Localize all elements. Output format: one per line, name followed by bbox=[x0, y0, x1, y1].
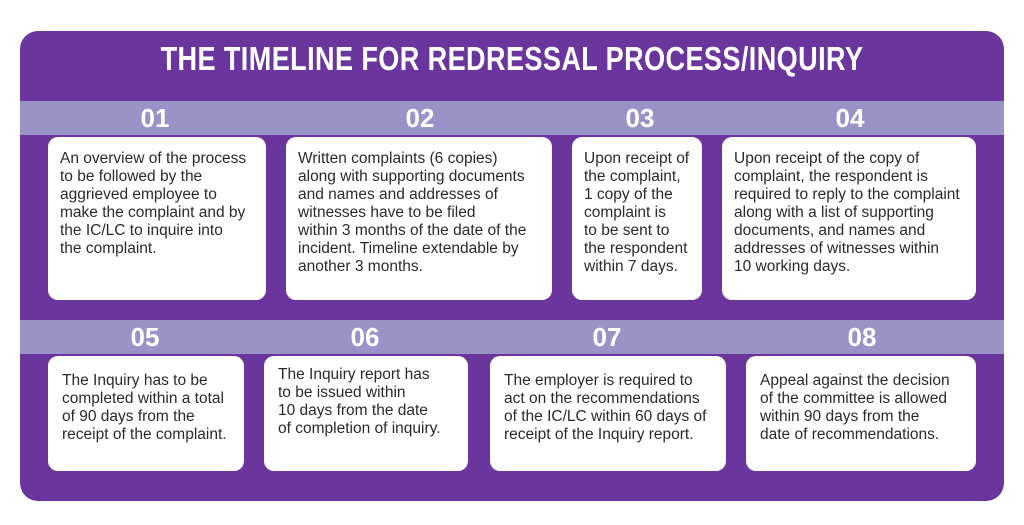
step-number-band-top bbox=[20, 101, 1004, 135]
step-card-03: Upon receipt of the complaint, 1 copy of… bbox=[572, 137, 702, 300]
step-text-08: Appeal against the decision of the commi… bbox=[760, 372, 950, 443]
step-number-05: 05 bbox=[130, 322, 160, 352]
step-text-03: Upon receipt of the complaint, 1 copy of… bbox=[584, 150, 690, 275]
page-title: THE TIMELINE FOR REDRESSAL PROCESS/INQUI… bbox=[160, 40, 864, 77]
step-text-02: Written complaints (6 copies) along with… bbox=[298, 150, 527, 275]
step-number-08: 08 bbox=[847, 322, 877, 352]
step-number-band-bottom bbox=[20, 320, 1004, 354]
step-text-05: The Inquiry has to be completed within a… bbox=[62, 372, 227, 443]
step-text-07: The employer is required to act on the r… bbox=[504, 372, 707, 443]
step-text-01: An overview of the process to be followe… bbox=[60, 150, 247, 257]
step-card-06: The Inquiry report has to be issued with… bbox=[264, 356, 468, 471]
step-text-06: The Inquiry report has to be issued with… bbox=[278, 366, 441, 437]
step-number-02: 02 bbox=[405, 103, 435, 133]
step-card-01: An overview of the process to be followe… bbox=[48, 137, 266, 300]
step-card-07: The employer is required to act on the r… bbox=[490, 356, 726, 471]
step-number-04: 04 bbox=[835, 103, 865, 133]
step-number-06: 06 bbox=[350, 322, 380, 352]
step-number-03: 03 bbox=[625, 103, 655, 133]
step-card-04: Upon receipt of the copy of complaint, t… bbox=[722, 137, 976, 300]
step-number-07: 07 bbox=[592, 322, 622, 352]
step-card-02: Written complaints (6 copies) along with… bbox=[286, 137, 552, 300]
step-card-08: Appeal against the decision of the commi… bbox=[746, 356, 976, 471]
step-number-01: 01 bbox=[140, 103, 170, 133]
step-text-04: Upon receipt of the copy of complaint, t… bbox=[734, 150, 960, 275]
step-card-05: The Inquiry has to be completed within a… bbox=[48, 356, 244, 471]
